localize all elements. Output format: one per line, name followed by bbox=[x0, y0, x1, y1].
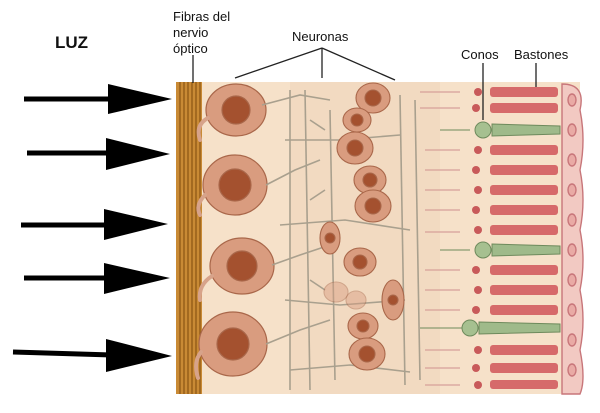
cone bbox=[420, 319, 561, 337]
cones bbox=[420, 121, 561, 337]
cones-label: Conos bbox=[461, 47, 499, 62]
bipolar-cell bbox=[323, 281, 349, 303]
pigment-epithelium bbox=[561, 83, 584, 395]
photoreceptor-fibers bbox=[420, 91, 460, 386]
rod bbox=[472, 165, 558, 175]
fibers-label: Fibras del nervio óptico bbox=[173, 9, 230, 57]
rod bbox=[474, 225, 558, 235]
bipolar-cell bbox=[336, 131, 374, 165]
bipolar-cell bbox=[319, 221, 341, 255]
light-title: LUZ bbox=[55, 33, 89, 52]
bipolar-cell bbox=[347, 312, 379, 340]
arrow-right-icon bbox=[12, 339, 172, 372]
cone bbox=[440, 241, 561, 259]
bipolar-cells bbox=[319, 82, 405, 371]
ganglion-cells bbox=[198, 83, 275, 377]
fibers-label-line2: nervio bbox=[173, 25, 209, 40]
bipolar-cell bbox=[345, 290, 367, 310]
cone bbox=[440, 121, 561, 139]
rod bbox=[474, 380, 558, 389]
arrow-right-icon bbox=[27, 138, 170, 170]
bipolar-cell bbox=[355, 82, 391, 114]
fibers-label-line1: Fibras del bbox=[173, 9, 231, 24]
fibers-label-line3: óptico bbox=[173, 41, 208, 56]
ganglion-axons bbox=[194, 116, 214, 380]
bipolar-cell bbox=[354, 189, 392, 223]
ganglion-cell bbox=[209, 237, 275, 295]
bipolar-cell bbox=[348, 337, 386, 371]
ganglion-cell bbox=[198, 311, 268, 377]
ganglion-cell bbox=[205, 83, 267, 137]
rod bbox=[472, 305, 558, 315]
neurons-label: Neuronas bbox=[292, 29, 349, 44]
arrow-right-icon bbox=[24, 263, 170, 294]
rod bbox=[474, 285, 558, 295]
bipolar-cell bbox=[342, 107, 372, 133]
rod bbox=[474, 345, 558, 355]
light-arrows bbox=[12, 84, 172, 372]
arrow-right-icon bbox=[24, 84, 172, 114]
rod bbox=[472, 205, 558, 215]
rods-label: Bastones bbox=[514, 47, 569, 62]
bipolar-cell bbox=[353, 165, 387, 195]
bipolar-cell bbox=[343, 247, 377, 277]
rod bbox=[472, 265, 558, 275]
bipolar-cell bbox=[381, 279, 405, 321]
rod bbox=[474, 87, 558, 97]
arrow-right-icon bbox=[21, 209, 168, 240]
ganglion-cell bbox=[202, 154, 268, 216]
rod bbox=[474, 145, 558, 155]
rods bbox=[472, 87, 558, 389]
optic-nerve-fibers bbox=[176, 82, 202, 394]
rod bbox=[474, 185, 558, 195]
rod bbox=[472, 103, 558, 113]
rod bbox=[472, 363, 558, 373]
